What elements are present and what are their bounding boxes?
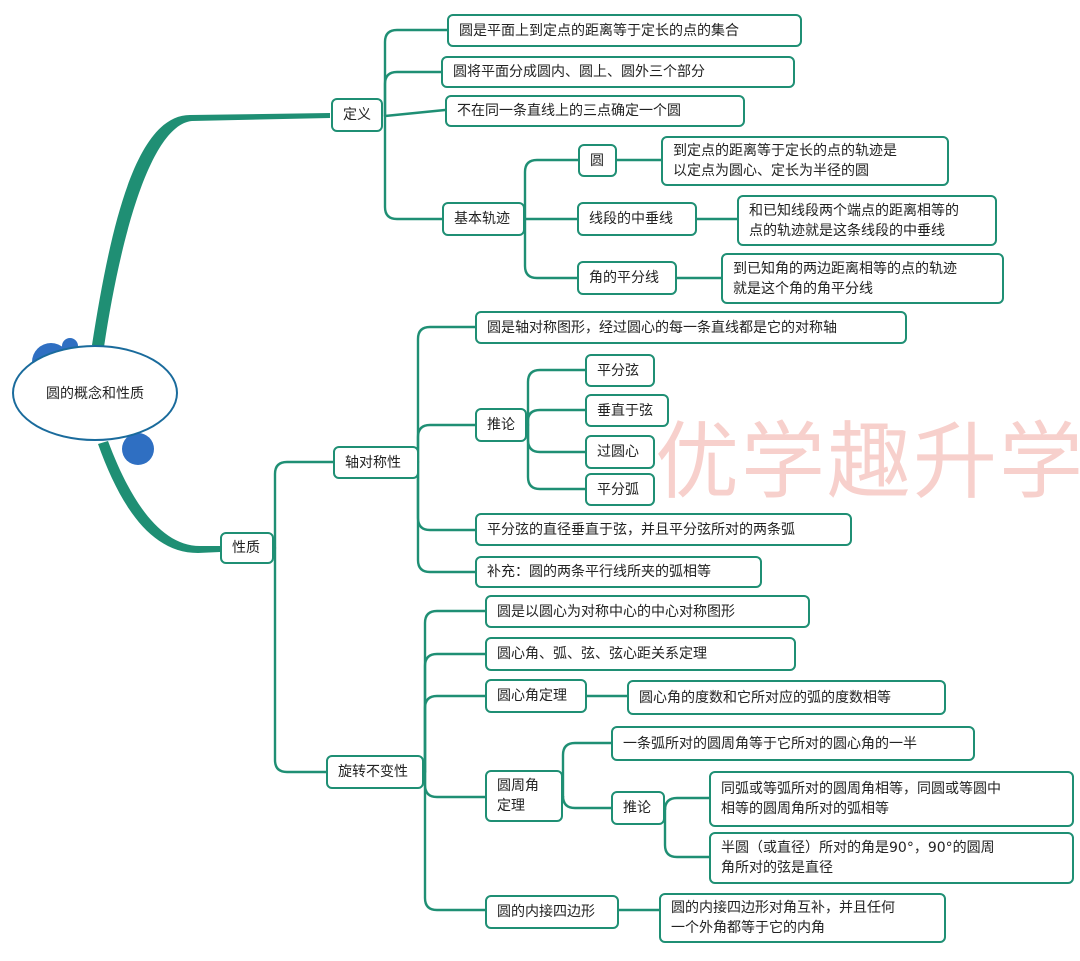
node-locus-perp[interactable]: 线段的中垂线 (577, 202, 697, 236)
node-quad-desc[interactable]: 圆的内接四边形对角互补，并且任何 一个外角都等于它的内角 (659, 893, 946, 943)
node-axial-item-2[interactable]: 平分弦的直径垂直于弦，并且平分弦所对的两条弧 (475, 513, 852, 546)
node-inscribed[interactable]: 圆周角 定理 (485, 770, 563, 822)
node-axial-corollary[interactable]: 推论 (475, 408, 527, 442)
node-ins-corollary[interactable]: 推论 (611, 791, 665, 825)
node-rot-item-1[interactable]: 圆是以圆心为对称中心的中心对称图形 (485, 595, 810, 628)
node-cor-item-4[interactable]: 平分弧 (585, 473, 655, 506)
node-locus-bisector-desc[interactable]: 到已知角的两边距离相等的点的轨迹 就是这个角的角平分线 (721, 253, 1004, 304)
node-central[interactable]: 圆心角定理 (485, 679, 587, 713)
node-cor-item-2[interactable]: 垂直于弦 (585, 394, 669, 427)
node-central-desc[interactable]: 圆心角的度数和它所对应的弧的度数相等 (627, 680, 946, 715)
link-axial-3 (416, 460, 477, 574)
node-rot-item-2[interactable]: 圆心角、弧、弦、弦心距关系定理 (485, 637, 796, 671)
bubble-decoration (122, 433, 154, 465)
watermark: 优学趣升学 (655, 413, 1080, 511)
node-def-item-3[interactable]: 不在同一条直线上的三点确定一个圆 (445, 95, 745, 127)
node-properties[interactable]: 性质 (220, 532, 274, 564)
node-locus-circle-desc[interactable]: 到定点的距离等于定长的点的轨迹是 以定点为圆心、定长为半径的圆 (661, 136, 949, 186)
link-axial-2 (416, 460, 477, 532)
link-axial-1 (416, 325, 477, 464)
link-axial-corollary (416, 423, 477, 464)
link-def-1 (383, 28, 449, 118)
node-axial-item-1[interactable]: 圆是轴对称图形，经过圆心的每一条直线都是它的对称轴 (475, 311, 907, 344)
node-inscor-item-2[interactable]: 半圆（或直径）所对的角是90°，90°的圆周 角所对的弦是直径 (709, 832, 1074, 884)
node-axial[interactable]: 轴对称性 (333, 446, 419, 479)
root-label: 圆的概念和性质 (46, 386, 144, 402)
link-rot-1 (423, 609, 487, 774)
node-locus-perp-desc[interactable]: 和已知线段两个端点的距离相等的 点的轨迹就是这条线段的中垂线 (737, 195, 997, 246)
link-def-2 (383, 70, 443, 118)
link-def-3 (383, 108, 447, 118)
link-rot-2 (423, 652, 487, 774)
link-prop-axial (273, 460, 335, 550)
node-def-item-2[interactable]: 圆将平面分成圆内、圆上、圆外三个部分 (441, 56, 795, 88)
root-branch-properties (98, 441, 220, 553)
link-prop-rotation (273, 546, 328, 774)
node-inscor-item-1[interactable]: 同弧或等弧所对的圆周角相等，同圆或等圆中 相等的圆周角所对的弧相等 (709, 771, 1074, 827)
link-rot-quad (423, 770, 487, 912)
link-ins-corollary (561, 795, 613, 810)
node-ins-item-1[interactable]: 一条弧所对的圆周角等于它所对的圆心角的一半 (611, 726, 975, 761)
link-rot-central (423, 694, 487, 774)
node-cor-item-3[interactable]: 过圆心 (585, 435, 655, 469)
node-locus-bisector[interactable]: 角的平分线 (577, 261, 677, 295)
node-quad[interactable]: 圆的内接四边形 (485, 895, 619, 929)
link-def-locus (383, 114, 444, 221)
link-cor-2 (526, 408, 587, 427)
root-branch-definition (92, 113, 330, 347)
root-node[interactable]: 圆的概念和性质 (12, 345, 178, 441)
node-cor-item-1[interactable]: 平分弦 (585, 354, 655, 387)
node-locus-circle[interactable]: 圆 (578, 144, 617, 177)
link-rot-inscribed (423, 770, 487, 799)
link-cor-4 (526, 423, 587, 491)
link-cor-3 (526, 423, 587, 454)
node-definition[interactable]: 定义 (331, 98, 383, 132)
link-locus-circle (523, 158, 580, 221)
node-rotation[interactable]: 旋转不变性 (326, 755, 424, 789)
link-cor-1 (526, 368, 587, 427)
link-locus-bisector (523, 217, 579, 280)
node-axial-item-3[interactable]: 补充：圆的两条平行线所夹的弧相等 (475, 556, 762, 588)
link-inscor-2 (663, 806, 711, 859)
node-def-item-1[interactable]: 圆是平面上到定点的距离等于定长的点的集合 (447, 14, 802, 47)
link-inscor-1 (663, 796, 711, 811)
link-ins-1 (561, 741, 613, 799)
node-locus[interactable]: 基本轨迹 (442, 202, 525, 236)
